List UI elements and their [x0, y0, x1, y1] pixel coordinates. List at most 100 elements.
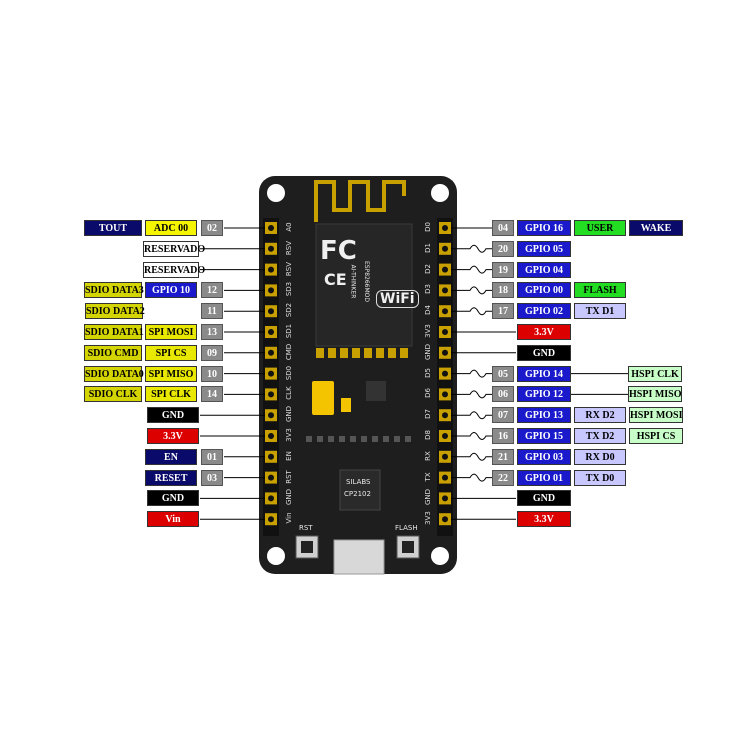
left-pin-10-tag-0: 3.3V — [147, 428, 199, 444]
right-pin-14-tag-0: 3.3V — [517, 511, 571, 528]
right-pin-4-tag-0: GPIO 02 — [517, 303, 571, 320]
module-pad — [340, 348, 348, 358]
left-0-pad-hole — [268, 225, 274, 231]
right-6-pad-hole — [442, 349, 448, 356]
mount-hole-tr — [431, 184, 449, 202]
left-3-pad-hole — [268, 287, 274, 294]
module-pad — [316, 348, 324, 358]
left-pin-6-tag-1: SDIO CMD — [84, 344, 142, 361]
right-pin-6-tag-0: GND — [517, 344, 571, 361]
right-pin-2-number: 19 — [492, 261, 514, 278]
left-pin-7-number: 10 — [201, 365, 223, 382]
smd-component — [372, 436, 378, 442]
left-pin-3-number: 12 — [201, 282, 223, 299]
right-pin-12-number: 22 — [492, 469, 514, 486]
right-10-pad-hole — [442, 433, 448, 439]
antenna-trace — [314, 180, 406, 222]
left-pin-14-tag-0: Vin — [147, 511, 199, 528]
rst-button-cap — [301, 541, 313, 553]
smd-component — [306, 436, 312, 442]
right-11-lead — [451, 452, 492, 461]
right-pin-10-number: 16 — [492, 428, 514, 444]
left-10-pad-hole — [268, 433, 274, 439]
right-2-pad-hole — [442, 266, 448, 273]
left-pin-11-number: 01 — [201, 448, 223, 465]
mount-hole-tl — [267, 184, 285, 202]
left-pin-12-tag-0: RESET — [145, 469, 197, 486]
smd-component — [317, 436, 323, 442]
smd-component — [350, 436, 356, 442]
right-pin-7-tag-0: GPIO 14 — [517, 365, 571, 382]
right-pin-3-tag-0: GPIO 00 — [517, 282, 571, 299]
left-pin-11-tag-0: EN — [145, 448, 197, 465]
usb-uart-chip — [339, 469, 381, 511]
flash-label: FLASH — [395, 524, 418, 532]
ce-mark: CE — [324, 270, 347, 289]
right-pin-0-tag-2: WAKE — [629, 220, 683, 236]
left-pin-2-tag-0: RESERVADO — [143, 261, 205, 278]
right-pin-7-tag-1: HSPI CLK — [628, 365, 682, 382]
right-9-lead — [451, 411, 492, 420]
left-5-pad-hole — [268, 329, 274, 335]
chip-model: ESP8266MOD — [363, 260, 371, 303]
left-pin-3-tag-0: GPIO 10 — [145, 282, 197, 299]
right-pin-11-number: 21 — [492, 448, 514, 465]
usb-port — [333, 539, 385, 575]
left-pin-7-tag-1: SDIO DATA0 — [84, 365, 144, 382]
module-pad — [352, 348, 360, 358]
right-8-pad-hole — [442, 391, 448, 398]
right-pin-9-tag-2: HSPI MOSI — [629, 407, 683, 424]
smd-component — [394, 436, 400, 442]
right-11-pad-hole — [442, 453, 448, 460]
right-pin-2-tag-0: GPIO 04 — [517, 261, 571, 278]
left-pin-6-number: 09 — [201, 344, 223, 361]
module-pad — [364, 348, 372, 358]
right-pin-11-tag-0: GPIO 03 — [517, 448, 571, 465]
right-pin-10-tag-1: TX D2 — [574, 428, 626, 444]
right-pin-11-tag-1: RX D0 — [574, 448, 626, 465]
right-pin-8-tag-1: HSPI MISO — [628, 386, 682, 403]
left-8-pad-hole — [268, 391, 274, 398]
right-pin-4-number: 17 — [492, 303, 514, 320]
right-pin-7-number: 05 — [492, 365, 514, 382]
left-pin-4-tag-0: SDIO DATA2 — [85, 303, 145, 320]
usb-chip-brand: SILABS — [346, 478, 371, 486]
right-pin-9-tag-0: GPIO 13 — [517, 407, 571, 424]
smd-component — [405, 436, 411, 442]
right-pin-0-number: 04 — [492, 220, 514, 236]
right-pin-8-number: 06 — [492, 386, 514, 403]
left-pin-5-number: 13 — [201, 324, 223, 340]
flash-button-cap — [402, 541, 414, 553]
capacitor — [312, 381, 334, 415]
left-pin-8-tag-0: SPI CLK — [145, 386, 197, 403]
module-pad — [328, 348, 336, 358]
right-7-lead — [451, 369, 492, 378]
right-1-pad-hole — [442, 245, 448, 252]
left-13-pad-hole — [268, 495, 274, 502]
left-pin-6-tag-0: SPI CS — [145, 344, 197, 361]
right-pin-10-tag-0: GPIO 15 — [517, 428, 571, 444]
right-9-pad-hole — [442, 412, 448, 419]
fc-mark: FC — [320, 236, 357, 266]
right-pin-10-tag-2: HSPI CS — [629, 428, 683, 444]
right-pin-9-tag-1: RX D2 — [574, 407, 626, 424]
right-2-lead — [451, 265, 492, 274]
left-pin-4-number: 11 — [201, 303, 223, 320]
left-pin-8-number: 14 — [201, 386, 223, 403]
left-pin-14-name: Vin — [285, 512, 293, 524]
left-pin-0-tag-0: ADC 00 — [145, 220, 197, 236]
esp-module — [315, 223, 413, 347]
wifi-mark: WiFi — [376, 290, 419, 308]
left-pin-5-tag-0: SPI MOSI — [145, 324, 197, 340]
left-12-pad-hole — [268, 474, 274, 481]
right-4-lead — [451, 307, 492, 316]
right-pin-9-number: 07 — [492, 407, 514, 424]
left-pin-0-number: 02 — [201, 220, 223, 236]
right-13-pad-hole — [442, 495, 448, 502]
left-pin-0-tag-1: TOUT — [84, 220, 142, 236]
left-9-pad-hole — [268, 412, 274, 419]
right-pin-14-name: 3V3 — [424, 511, 432, 526]
module-pad — [388, 348, 396, 358]
chip-vendor: AI-THINKER — [349, 264, 357, 299]
left-2-pad-hole — [268, 266, 274, 273]
